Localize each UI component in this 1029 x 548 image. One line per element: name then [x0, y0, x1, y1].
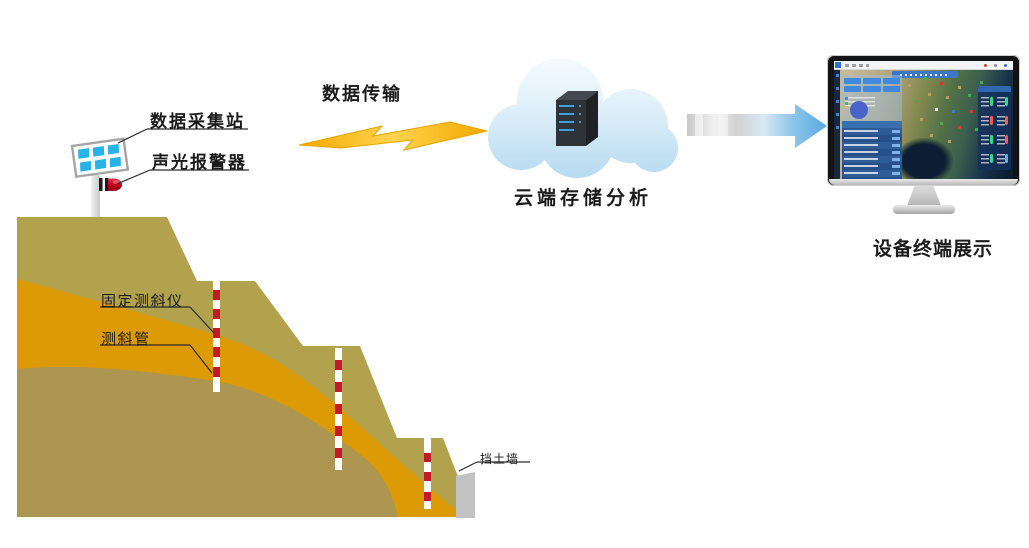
label-sound-light-alarm: 声光报警器 [152, 153, 247, 172]
legend-swatch [845, 106, 848, 109]
label-inclinometer-tube: 测斜管 [101, 331, 151, 348]
map-title-banner [892, 71, 958, 78]
map-marker [968, 94, 971, 97]
screen-menu-text [845, 64, 869, 67]
legend-swatch [845, 97, 848, 100]
sensor-grid [979, 93, 1010, 169]
label-fixed-inclinometer: 固定测斜仪 [101, 293, 184, 310]
inclinometer-pole-3 [424, 437, 431, 509]
sensor-cell [995, 150, 1011, 169]
alarm-device [99, 178, 122, 191]
map-marker [915, 100, 918, 103]
filter-button [863, 78, 881, 84]
map-marker [924, 77, 927, 80]
alert-dot-icon [984, 63, 987, 67]
sensor-cell [979, 93, 995, 112]
solar-panel [70, 137, 130, 179]
sensor-cell [995, 112, 1011, 131]
banner-text-marks [900, 73, 950, 76]
screen-map [840, 70, 1013, 180]
label-retaining-wall: 挡土墙 [480, 452, 520, 466]
monitor-screen [834, 61, 1013, 180]
server-icon [556, 91, 598, 146]
map-marker [948, 140, 951, 143]
map-right-panel [978, 86, 1011, 170]
map-marker [908, 84, 911, 87]
map-marker [920, 118, 923, 121]
map-ocean-blob [895, 138, 953, 180]
monitor-chin [829, 179, 1018, 185]
sensor-cell [979, 131, 995, 150]
label-data-collection-station: 数据采集站 [150, 112, 245, 131]
filter-button [882, 78, 900, 84]
label-cloud-storage-analysis: 云端存储分析 [514, 188, 653, 209]
map-marker [958, 126, 961, 129]
screen-sidebar [834, 70, 840, 180]
map-marker [975, 128, 978, 131]
arrow-sheen [718, 114, 728, 136]
retaining-wall [456, 472, 475, 518]
filter-button [882, 86, 900, 92]
filter-button [844, 78, 862, 84]
map-marker [970, 110, 973, 113]
map-marker [928, 93, 931, 96]
label-device-terminal-display: 设备终端展示 [873, 239, 994, 260]
map-marker [930, 134, 933, 137]
device-list [842, 128, 902, 179]
map-left-panel [842, 75, 902, 179]
left-panel-filters [842, 75, 902, 121]
flow-arrow-icon [687, 104, 827, 148]
legend-swatch [845, 101, 848, 105]
map-marker [980, 81, 983, 84]
label-data-transmission: 数据传输 [322, 84, 402, 104]
filter-buttons [844, 78, 900, 92]
user-dot-icon [994, 63, 997, 67]
map-marker [940, 122, 943, 125]
sensor-cell [995, 131, 1011, 150]
screen-logo-icon [835, 62, 841, 68]
soil-layer-deep [17, 366, 398, 517]
slope-terrain [17, 217, 473, 517]
inclinometer-pole-1 [213, 280, 220, 392]
cloud-icon [488, 58, 678, 178]
sidebar-icons [835, 74, 839, 134]
sensor-cell [995, 93, 1011, 112]
monitor [827, 55, 1020, 186]
leader-lines [100, 128, 530, 472]
right-panel-header [978, 86, 1011, 92]
map-marker [940, 82, 943, 85]
sensor-cell [979, 150, 995, 169]
device-list-header [842, 121, 902, 128]
filter-button [863, 86, 881, 92]
sensor-cell [979, 112, 995, 131]
map-marker [946, 96, 949, 99]
screen-topbar [834, 61, 1013, 70]
pie-chart-icon [850, 101, 868, 119]
monitor-stand-base [893, 205, 955, 214]
map-marker [935, 108, 938, 111]
arrow-sheen [695, 114, 703, 136]
lightning-bolt-icon [298, 121, 488, 151]
monitor-stand-neck [907, 186, 941, 206]
map-marker [958, 86, 961, 89]
map-marker [952, 110, 955, 113]
inclinometer-pole-2 [335, 348, 342, 470]
solar-cells [78, 143, 121, 172]
device-list-text-marks [844, 130, 878, 178]
filter-button [844, 86, 862, 92]
account-dot-icon [1004, 63, 1007, 67]
device-list-values [892, 130, 900, 178]
station-mast [91, 175, 100, 225]
